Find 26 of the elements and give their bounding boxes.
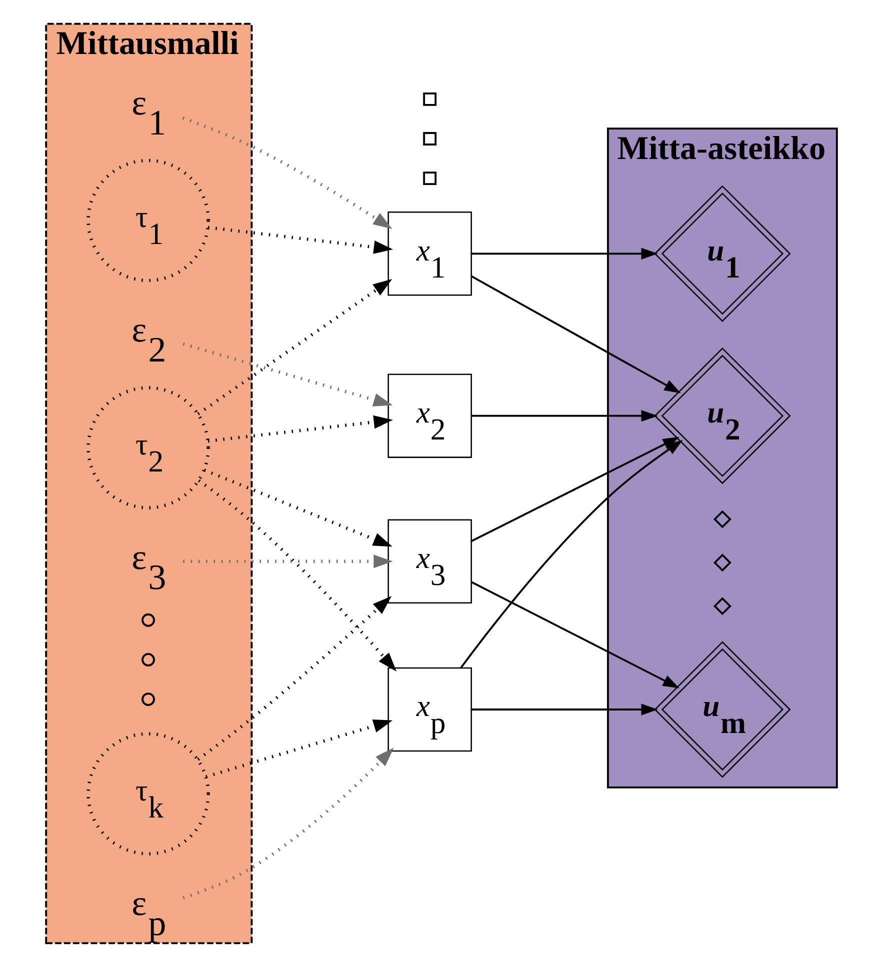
arrow (196, 278, 392, 416)
arrow (182, 116, 392, 230)
node-box (422, 92, 436, 106)
node-diamond (712, 510, 731, 528)
arrow (182, 342, 392, 406)
node-circle (141, 613, 154, 627)
arrow (470, 410, 658, 422)
arrow (182, 748, 394, 900)
arrow (196, 596, 392, 761)
arrow (182, 554, 392, 568)
arrow (205, 719, 392, 778)
node-circle (141, 653, 154, 666)
node-diamond (712, 597, 731, 616)
node-box (422, 132, 436, 146)
node-circle (141, 692, 154, 706)
arrow (470, 704, 658, 716)
arrow (470, 275, 680, 394)
arrow (207, 415, 392, 443)
arrow (460, 440, 682, 668)
node-diamond (712, 554, 731, 572)
arrow (203, 468, 392, 547)
node-box (422, 172, 436, 186)
arrow (197, 479, 396, 672)
arrow (207, 226, 392, 254)
arrow (470, 248, 658, 260)
arrow (470, 581, 679, 688)
